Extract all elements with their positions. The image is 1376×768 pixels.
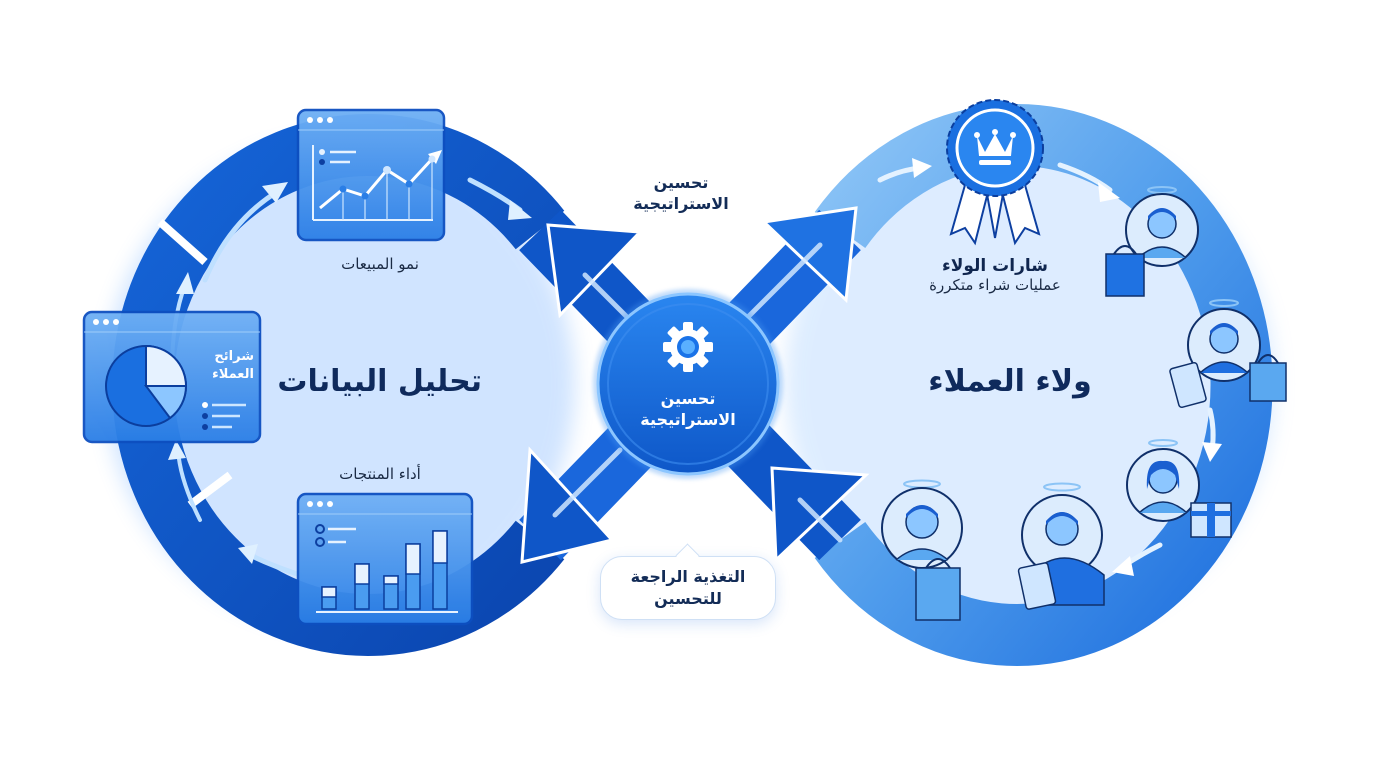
pie-chart-icon <box>105 344 188 427</box>
customer-avatars <box>881 186 1287 621</box>
strategy-hub <box>593 289 783 479</box>
sales-line <box>319 157 434 210</box>
strategy-top-label: تحسين الاستراتيجية <box>633 173 729 213</box>
crown-icon <box>974 129 1016 165</box>
loyalty-badge-label: شارات الولاء عمليات شراء متكررة <box>900 256 1090 294</box>
gear-icon <box>663 322 713 372</box>
customer-segments-label: شرائح العملاء <box>212 349 254 382</box>
customer-with-tablet-and-bag <box>1169 299 1287 409</box>
feedback-bubble: التغذية الراجعة للتحسين <box>600 556 776 620</box>
sales-growth-label: نمو المبيعات <box>341 255 419 273</box>
tablet-icon <box>1169 361 1207 409</box>
shopping-bag-icon <box>915 558 961 621</box>
customer-loyalty-title: ولاء العملاء <box>928 364 1092 399</box>
loyalty-badge-subtitle: عمليات شراء متكررة <box>929 276 1061 294</box>
tablet-icon <box>1017 562 1057 610</box>
product-performance-panel <box>296 492 474 626</box>
customer-with-gift <box>1126 439 1232 538</box>
shopping-bag-icon <box>1105 245 1145 297</box>
gift-icon <box>1190 502 1232 538</box>
arrow-up-left <box>546 223 644 319</box>
loyalty-badge <box>946 99 1044 246</box>
product-performance-label: أداء المنتجات <box>339 465 421 483</box>
hub-label: تحسين الاستراتيجية <box>640 389 736 429</box>
shopping-bag-icon <box>1249 354 1287 402</box>
loyalty-badge-title: شارات الولاء <box>942 256 1048 276</box>
data-analysis-title: تحليل البيانات <box>277 364 482 399</box>
customer-holding-bag <box>881 479 963 621</box>
customer-using-tablet <box>1017 482 1105 610</box>
customer-segments-panel <box>82 310 262 444</box>
sales-growth-panel <box>296 108 446 242</box>
customer-with-bag <box>1105 186 1199 297</box>
